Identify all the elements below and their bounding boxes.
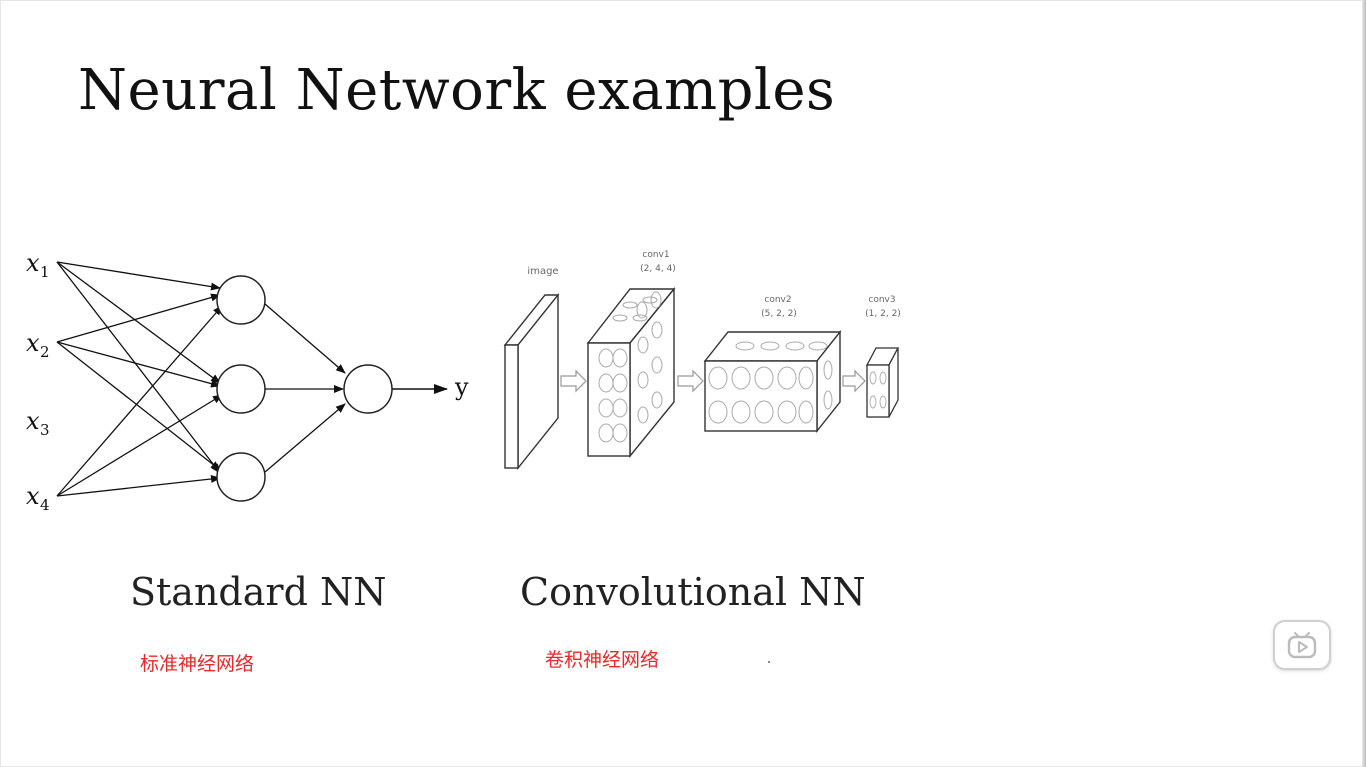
input-label-x4: x 4 bbox=[26, 482, 50, 514]
conv3-label: conv3 bbox=[868, 295, 895, 305]
conv2-texture bbox=[708, 341, 833, 424]
svg-text:x: x bbox=[26, 482, 40, 510]
svg-text:4: 4 bbox=[40, 496, 50, 514]
conv3-layer bbox=[865, 347, 900, 418]
input-hidden-edges bbox=[56, 261, 223, 497]
input-label-x2: x 2 bbox=[26, 329, 50, 361]
standard-nn-caption-cn: 标准神经网络 bbox=[140, 653, 255, 675]
conv-nn-caption-cn: 卷积神经网络 bbox=[545, 649, 660, 671]
arrow-conv1-conv2 bbox=[677, 369, 704, 393]
svg-text:3: 3 bbox=[40, 421, 50, 439]
hidden-output-edges bbox=[264, 303, 346, 473]
hidden-node-2 bbox=[216, 364, 266, 414]
conv-nn-caption: Convolutional NN bbox=[520, 570, 866, 614]
svg-text:x: x bbox=[26, 249, 40, 277]
output-node bbox=[343, 364, 393, 414]
svg-text:2: 2 bbox=[40, 343, 50, 361]
input-label-x3: x 3 bbox=[26, 407, 50, 439]
output-label: y bbox=[454, 373, 469, 401]
arrow-image-conv1 bbox=[560, 369, 587, 393]
svg-text:x: x bbox=[26, 407, 40, 435]
hidden-node-1 bbox=[216, 275, 266, 325]
slide-title: Neural Network examples bbox=[78, 58, 836, 123]
image-label: image bbox=[527, 266, 558, 277]
conv1-label: conv1 bbox=[642, 250, 669, 260]
conv-nn: image conv1 (2, 4, 4) bbox=[503, 250, 901, 470]
image-layer bbox=[503, 293, 560, 470]
slide-edge bbox=[1362, 0, 1366, 767]
conv3-texture bbox=[869, 371, 887, 409]
play-button[interactable] bbox=[1273, 620, 1331, 670]
hidden-node-3 bbox=[216, 452, 266, 502]
conv2-layer bbox=[703, 329, 842, 434]
conv2-label: conv2 bbox=[764, 295, 791, 305]
conv1-layer bbox=[586, 287, 676, 458]
standard-nn: x 1 x 2 x 3 x 4 bbox=[26, 249, 469, 514]
svg-text:x: x bbox=[26, 329, 40, 357]
standard-nn-caption: Standard NN bbox=[130, 570, 387, 614]
arrow-conv2-conv3 bbox=[842, 369, 866, 393]
conv1-dims: (2, 4, 4) bbox=[640, 264, 676, 274]
play-icon bbox=[1287, 632, 1317, 659]
stray-dot bbox=[768, 661, 770, 663]
conv1-texture bbox=[598, 291, 663, 443]
svg-text:1: 1 bbox=[40, 263, 50, 281]
conv3-dims: (1, 2, 2) bbox=[865, 309, 901, 319]
conv2-dims: (5, 2, 2) bbox=[761, 309, 797, 319]
input-label-x1: x 1 bbox=[26, 249, 50, 281]
